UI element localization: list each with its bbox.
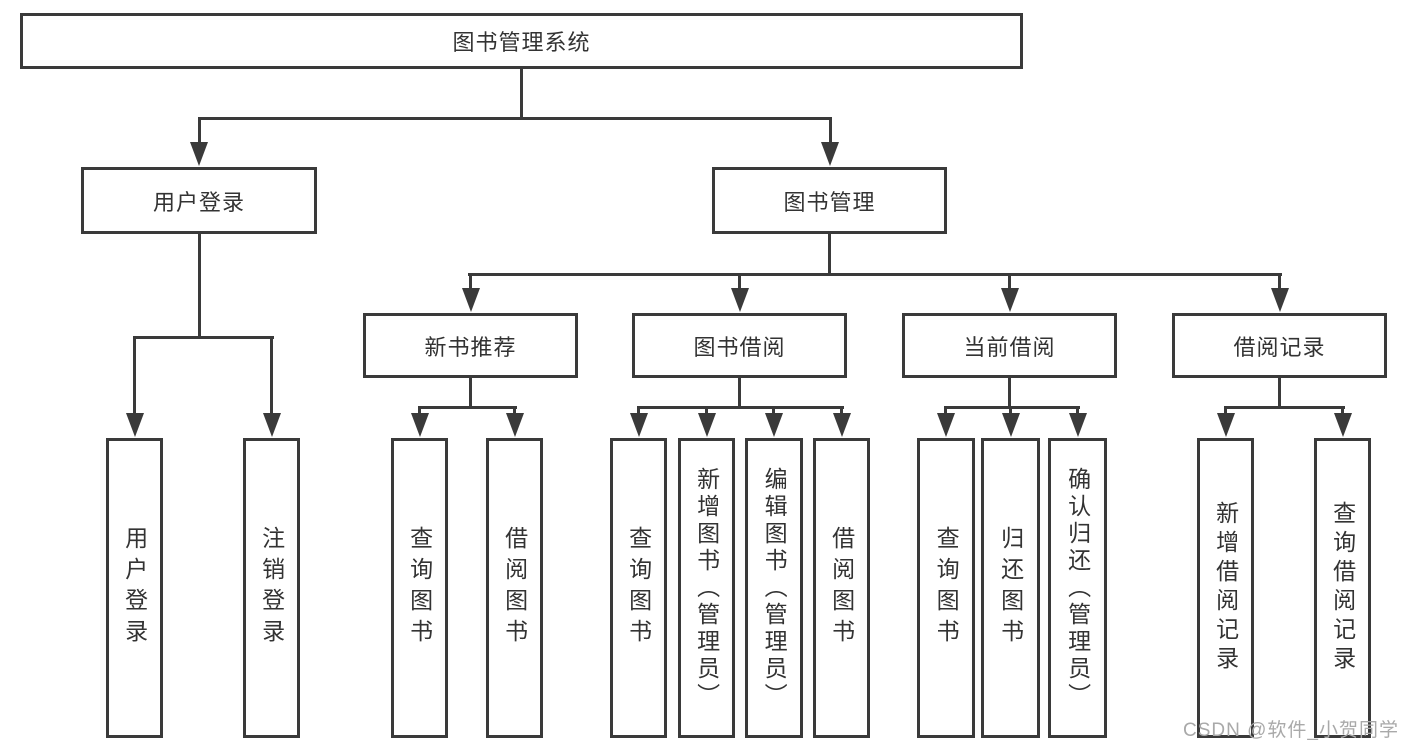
connector-branch-leaf-user-login <box>133 336 136 414</box>
leaf-rec-borrow-book-label: 借阅图书 <box>501 526 528 650</box>
connector-current-borrow-stem <box>1008 378 1011 408</box>
connector-user-login-split <box>133 336 274 339</box>
watermark: CSDN @软件_小贺同学 <box>1183 720 1399 741</box>
arrow-down-icon <box>506 413 524 437</box>
arrow-down-icon <box>765 413 783 437</box>
leaf-borrow-edit-book-label: 编辑图书（管理员） <box>761 466 788 710</box>
leaf-cur-return-book: 归还图书 <box>981 438 1040 738</box>
arrow-down-icon <box>1001 288 1019 312</box>
connector-branch-current-borrow <box>1008 273 1011 291</box>
leaf-rec-query-book: 查询图书 <box>391 438 448 738</box>
node-borrow-record: 借阅记录 <box>1172 313 1387 378</box>
leaf-borrow-query-book-label: 查询图书 <box>625 526 652 650</box>
leaf-record-add: 新增借阅记录 <box>1197 438 1254 738</box>
connector-branch-user-login <box>198 117 201 145</box>
leaf-cur-query-book-label: 查询图书 <box>933 526 960 650</box>
node-current-borrow-label: 当前借阅 <box>963 334 1056 360</box>
connector-book-mgmt-stem <box>828 234 831 275</box>
leaf-logout-label: 注销登录 <box>258 526 285 650</box>
leaf-cur-return-book-label: 归还图书 <box>997 526 1024 650</box>
node-user-login: 用户登录 <box>81 167 317 234</box>
arrow-down-icon <box>1002 413 1020 437</box>
connector-branch-new-book-rec <box>469 273 472 291</box>
connector-book-mgmt-split <box>468 273 1282 276</box>
node-new-book-rec-label: 新书推荐 <box>424 334 517 360</box>
node-current-borrow: 当前借阅 <box>902 313 1117 378</box>
node-book-mgmt-label: 图书管理 <box>783 189 876 215</box>
leaf-borrow-borrow-book: 借阅图书 <box>813 438 870 738</box>
connector-book-borrow-stem <box>738 378 741 408</box>
leaf-rec-borrow-book: 借阅图书 <box>486 438 543 738</box>
leaf-borrow-borrow-book-label: 借阅图书 <box>828 526 855 650</box>
arrow-down-icon <box>190 142 208 166</box>
node-borrow-record-label: 借阅记录 <box>1233 334 1326 360</box>
leaf-user-login: 用户登录 <box>106 438 163 738</box>
connector-branch <box>1076 406 1079 416</box>
arrow-down-icon <box>1334 413 1352 437</box>
connector-branch <box>513 406 516 416</box>
connector-branch <box>1341 406 1344 416</box>
arrow-down-icon <box>411 413 429 437</box>
arrow-down-icon <box>1069 413 1087 437</box>
leaf-borrow-edit-book: 编辑图书（管理员） <box>745 438 803 738</box>
arrow-down-icon <box>821 142 839 166</box>
arrow-down-icon <box>1271 288 1289 312</box>
connector-branch <box>772 406 775 416</box>
leaf-cur-confirm-return: 确认归还（管理员） <box>1048 438 1107 738</box>
arrow-down-icon <box>462 288 480 312</box>
leaf-borrow-add-book: 新增图书（管理员） <box>678 438 735 738</box>
connector-borrow-record-stem <box>1278 378 1281 408</box>
leaf-rec-query-book-label: 查询图书 <box>406 526 433 650</box>
connector-branch <box>1009 406 1012 416</box>
node-root-label: 图书管理系统 <box>452 30 591 55</box>
connector-branch <box>1224 406 1227 416</box>
arrow-down-icon <box>833 413 851 437</box>
leaf-record-add-label: 新增借阅记录 <box>1212 501 1239 675</box>
connector-new-book-rec-stem <box>469 378 472 408</box>
arrow-down-icon <box>731 288 749 312</box>
connector-root-split <box>198 117 831 120</box>
connector-branch-leaf-logout <box>270 336 273 414</box>
leaf-logout: 注销登录 <box>243 438 300 738</box>
node-user-login-label: 用户登录 <box>152 189 245 215</box>
leaf-cur-query-book: 查询图书 <box>917 438 975 738</box>
connector-current-borrow-split <box>944 406 1080 409</box>
connector-branch <box>418 406 421 416</box>
arrow-down-icon <box>263 413 281 437</box>
connector-branch <box>637 406 640 416</box>
node-book-borrow-label: 图书借阅 <box>693 334 786 360</box>
connector-branch <box>944 406 947 416</box>
node-book-mgmt: 图书管理 <box>712 167 947 234</box>
leaf-borrow-query-book: 查询图书 <box>610 438 667 738</box>
leaf-borrow-add-book-label: 新增图书（管理员） <box>693 466 720 710</box>
node-root: 图书管理系统 <box>20 13 1023 69</box>
connector-borrow-record-split <box>1224 406 1345 409</box>
connector-branch <box>840 406 843 416</box>
arrow-down-icon <box>698 413 716 437</box>
connector-branch-borrow-record <box>1278 273 1281 291</box>
leaf-record-query: 查询借阅记录 <box>1314 438 1371 738</box>
connector-book-borrow-split <box>637 406 844 409</box>
leaf-cur-confirm-return-label: 确认归还（管理员） <box>1064 466 1091 710</box>
connector-user-login-stem <box>198 233 201 338</box>
connector-new-book-rec-split <box>418 406 517 409</box>
arrow-down-icon <box>630 413 648 437</box>
leaf-record-query-label: 查询借阅记录 <box>1329 501 1356 675</box>
arrow-down-icon <box>126 413 144 437</box>
arrow-down-icon <box>937 413 955 437</box>
arrow-down-icon <box>1217 413 1235 437</box>
node-new-book-rec: 新书推荐 <box>363 313 578 378</box>
connector-branch-book-mgmt <box>829 117 832 145</box>
leaf-user-login-label: 用户登录 <box>121 526 148 650</box>
connector-branch <box>705 406 708 416</box>
connector-root-stem <box>520 68 523 119</box>
connector-branch-book-borrow <box>738 273 741 291</box>
node-book-borrow: 图书借阅 <box>632 313 847 378</box>
